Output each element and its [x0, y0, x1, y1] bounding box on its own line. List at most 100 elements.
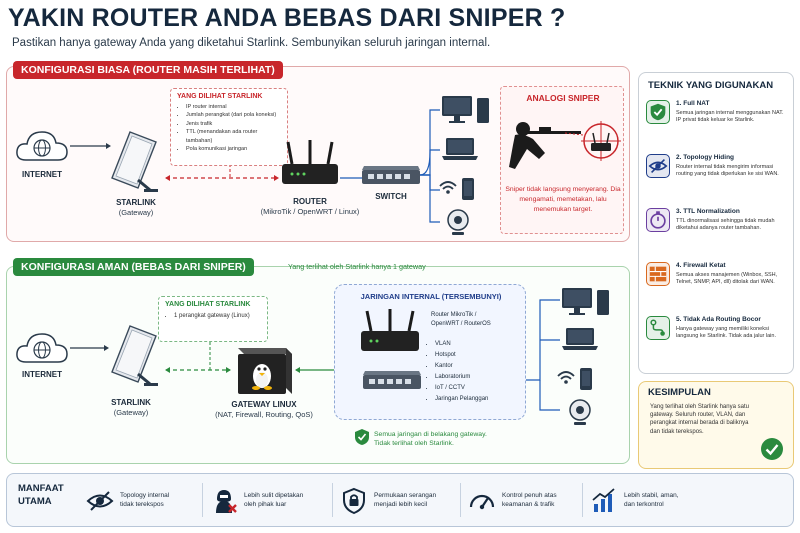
- technique-desc: Router internal tidak mengirim informasi…: [676, 164, 779, 178]
- bottom-seen-by-starlink-box: YANG DILIHAT STARLINK 1 perangkat gatewa…: [158, 296, 268, 342]
- technique-title: 5. Tidak Ada Routing Bocor: [676, 316, 761, 323]
- benefit-text-line: oleh pihak luar: [244, 501, 287, 508]
- top-seen-item: Jenis trafik: [186, 120, 281, 128]
- top-router-label: ROUTER: [293, 197, 327, 206]
- starlink-dish-icon: [111, 325, 158, 386]
- secure-config-badge: KONFIGURASI AMAN (BEBAS DARI SNIPER): [13, 258, 254, 276]
- eye-slash-icon: [648, 158, 668, 174]
- technique-title: 2. Topology Hiding: [676, 154, 735, 161]
- page-title: YAKIN ROUTER ANDA BEBAS DARI SNIPER ?: [8, 4, 566, 32]
- route-icon: [650, 319, 665, 336]
- linux-gateway-icon: [238, 348, 292, 394]
- internal-item: Hotspot: [435, 350, 488, 361]
- benefits-title: MANFAAT UTAMA: [18, 482, 64, 508]
- technique-title: 3. TTL Normalization: [676, 208, 740, 215]
- conclusion-title: KESIMPULAN: [648, 387, 711, 398]
- lock-shield-icon: [343, 487, 365, 515]
- bottom-seen-title: YANG DILIHAT STARLINK: [165, 301, 251, 308]
- internal-network-title: JARINGAN INTERNAL (TERSEMBUNYI): [360, 292, 502, 301]
- secure-config-panel: [6, 266, 630, 464]
- internal-item: IoT / CCTV: [435, 383, 488, 394]
- wifi-phone-icon: [557, 368, 592, 390]
- starlink-dish-icon: [111, 131, 158, 192]
- top-router-sub: (MikroTik / OpenWRT / Linux): [260, 207, 360, 216]
- conclusion-content: KESIMPULAN Yang terlihat oleh Starlink h…: [638, 381, 794, 469]
- only-one-gateway-note: Yang terlihat oleh Starlink hanya 1 gate…: [288, 262, 426, 271]
- internal-item: Kantor: [435, 361, 488, 372]
- technique-icon-box: [646, 100, 670, 124]
- internal-router-line: OpenWRT / RouterOS: [431, 321, 491, 327]
- top-switch-label: SWITCH: [375, 192, 407, 201]
- laptop-icon: [562, 328, 598, 350]
- all-behind-line: Semua jaringan di belakang gateway.: [374, 431, 487, 438]
- internal-item: Laboratorium: [435, 372, 488, 383]
- internet-cloud-icon: [16, 131, 68, 161]
- internal-router-line: Router MikroTik /: [431, 312, 477, 318]
- desktop-pc-icon: [562, 288, 609, 315]
- benefit-divider: [460, 483, 461, 517]
- stopwatch-icon: [650, 211, 666, 229]
- router-icon: [282, 140, 338, 184]
- technique-desc: Hanya gateway yang memiliki koneksi lang…: [676, 326, 776, 340]
- benefit-text: Lebih stabil, aman,dan terkontrol: [624, 491, 679, 509]
- benefit-item: Lebih stabil, aman,dan terkontrol: [590, 481, 710, 521]
- technique-item: 1. Full NAT Semua jaringan internal mengg…: [646, 100, 788, 148]
- top-seen-item: Pola komunikasi jaringan: [186, 145, 281, 153]
- top-starlink-sub: (Gateway): [118, 208, 154, 217]
- all-behind-line: Tidak terlihat oleh Starlink.: [374, 440, 454, 447]
- benefit-text-line: menjadi lebih kecil: [374, 501, 428, 508]
- technique-desc: Semua akses manajemen (Winbox, SSH, Teln…: [676, 272, 778, 286]
- hacker-icon: [216, 490, 237, 513]
- internet-cloud-icon: [16, 333, 68, 363]
- internal-network-list: VLAN Hotspot Kantor Laboratorium IoT / C…: [427, 339, 488, 405]
- technique-icon-box: [646, 208, 670, 232]
- technique-icon-box: [646, 262, 670, 286]
- benefit-text-line: Lebih sulit dipetakan: [244, 492, 304, 499]
- top-seen-item: IP router internal: [186, 103, 281, 111]
- gauge-icon: [469, 494, 495, 510]
- chart-up-icon: [592, 488, 615, 512]
- benefit-divider: [582, 483, 583, 517]
- benefits-panel: [6, 473, 794, 527]
- firewall-icon: [649, 266, 667, 282]
- sniper-analogy-box: ANALOGI SNIPER Sniper tidak langsung men…: [500, 86, 624, 234]
- technique-title: 1. Full NAT: [676, 100, 710, 107]
- internal-router-text: Router MikroTik / OpenWRT / RouterOS: [431, 311, 491, 329]
- top-seen-item: TTL (menandakan ada router tambahan): [186, 128, 281, 145]
- bottom-seen-item: 1 perangkat gateway (Linux): [174, 313, 261, 319]
- internal-item: Jaringan Pelanggan: [435, 394, 488, 405]
- internal-item: VLAN: [435, 339, 488, 350]
- webcam-icon: [447, 209, 469, 235]
- top-seen-by-starlink-box: YANG DILIHAT STARLINK IP router internal…: [170, 88, 288, 166]
- technique-icon-box: [646, 316, 670, 340]
- shield-check-icon: [650, 103, 666, 121]
- sniper-title: ANALOGI SNIPER: [526, 93, 600, 103]
- bottom-starlink-label: STARLINK: [111, 398, 151, 407]
- wifi-phone-icon: [439, 178, 474, 200]
- internal-network-box: JARINGAN INTERNAL (TERSEMBUNYI) Router M…: [334, 284, 526, 420]
- benefits-title-line: MANFAAT: [18, 483, 64, 494]
- technique-desc: TTL dinormalisasi sehingga tidak mudah d…: [676, 218, 775, 232]
- all-behind-gateway-note: Semua jaringan di belakang gateway. Tida…: [374, 430, 487, 448]
- benefit-text-line: Topology internal: [120, 492, 170, 499]
- bottom-starlink-sub: (Gateway): [113, 408, 149, 417]
- technique-icon-box: [646, 154, 670, 178]
- webcam-icon: [569, 399, 591, 425]
- standard-config-badge: KONFIGURASI BIASA (ROUTER MASIH TERLIHAT…: [13, 61, 283, 79]
- benefit-text-line: Kontrol penuh atas: [502, 492, 557, 499]
- shield-check-icon: [355, 429, 369, 445]
- technique-desc: Semua jaringan internal menggunakan NAT.…: [676, 110, 784, 124]
- benefit-item: Lebih sulit dipetakan oleh pihak luar: [210, 481, 330, 521]
- benefit-text-line: Lebih stabil, aman,: [624, 492, 679, 499]
